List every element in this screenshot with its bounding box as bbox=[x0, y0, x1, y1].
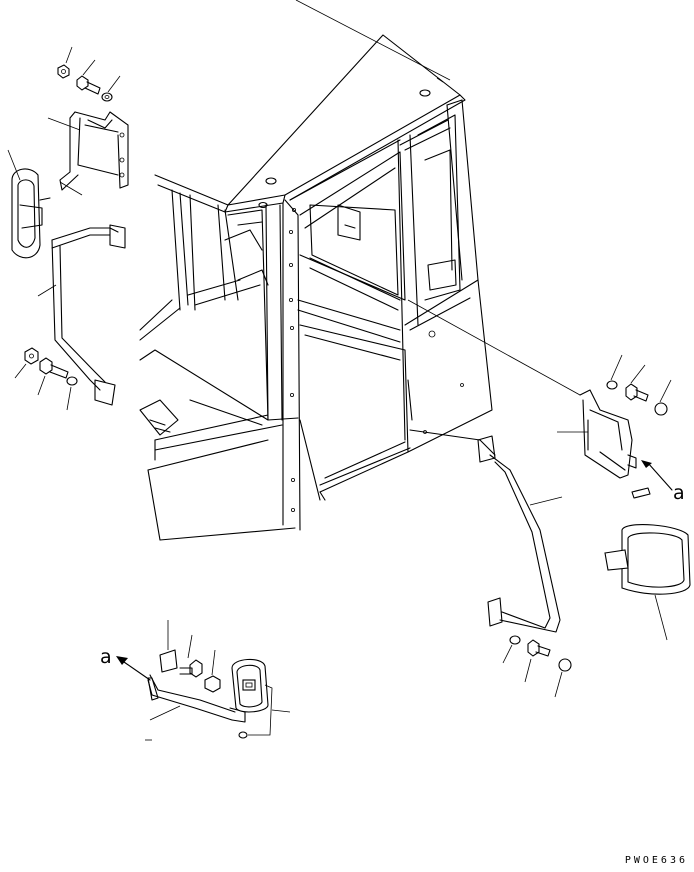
right-mirror-icon bbox=[604, 524, 691, 595]
cap-nut-icon bbox=[558, 658, 572, 672]
bolt-icon bbox=[625, 383, 649, 402]
small-mirror-icon bbox=[231, 658, 269, 713]
washer-icon bbox=[509, 635, 521, 645]
washer-icon bbox=[606, 380, 618, 390]
cap-nut-icon bbox=[654, 402, 668, 416]
cab-frame bbox=[139, 0, 493, 541]
washer-icon bbox=[101, 92, 113, 102]
bolt-icon bbox=[527, 639, 551, 657]
cap-nut-icon bbox=[204, 675, 221, 693]
callout-a-left: a bbox=[100, 646, 112, 668]
right-mirror-assembly: a bbox=[407, 299, 691, 698]
callout-a-right: a bbox=[673, 482, 685, 504]
left-upper-mirror-assembly bbox=[7, 46, 129, 411]
left-mirror-icon bbox=[11, 168, 51, 259]
bolt-icon bbox=[76, 75, 101, 95]
drawing-code: PWOE636 bbox=[624, 855, 688, 866]
lower-small-mirror-assembly: a bbox=[100, 620, 291, 741]
nut-icon bbox=[24, 347, 39, 365]
nut-icon bbox=[57, 64, 70, 79]
washer-icon bbox=[66, 376, 78, 386]
bolt-icon bbox=[179, 659, 203, 678]
bolt-icon bbox=[39, 357, 69, 379]
